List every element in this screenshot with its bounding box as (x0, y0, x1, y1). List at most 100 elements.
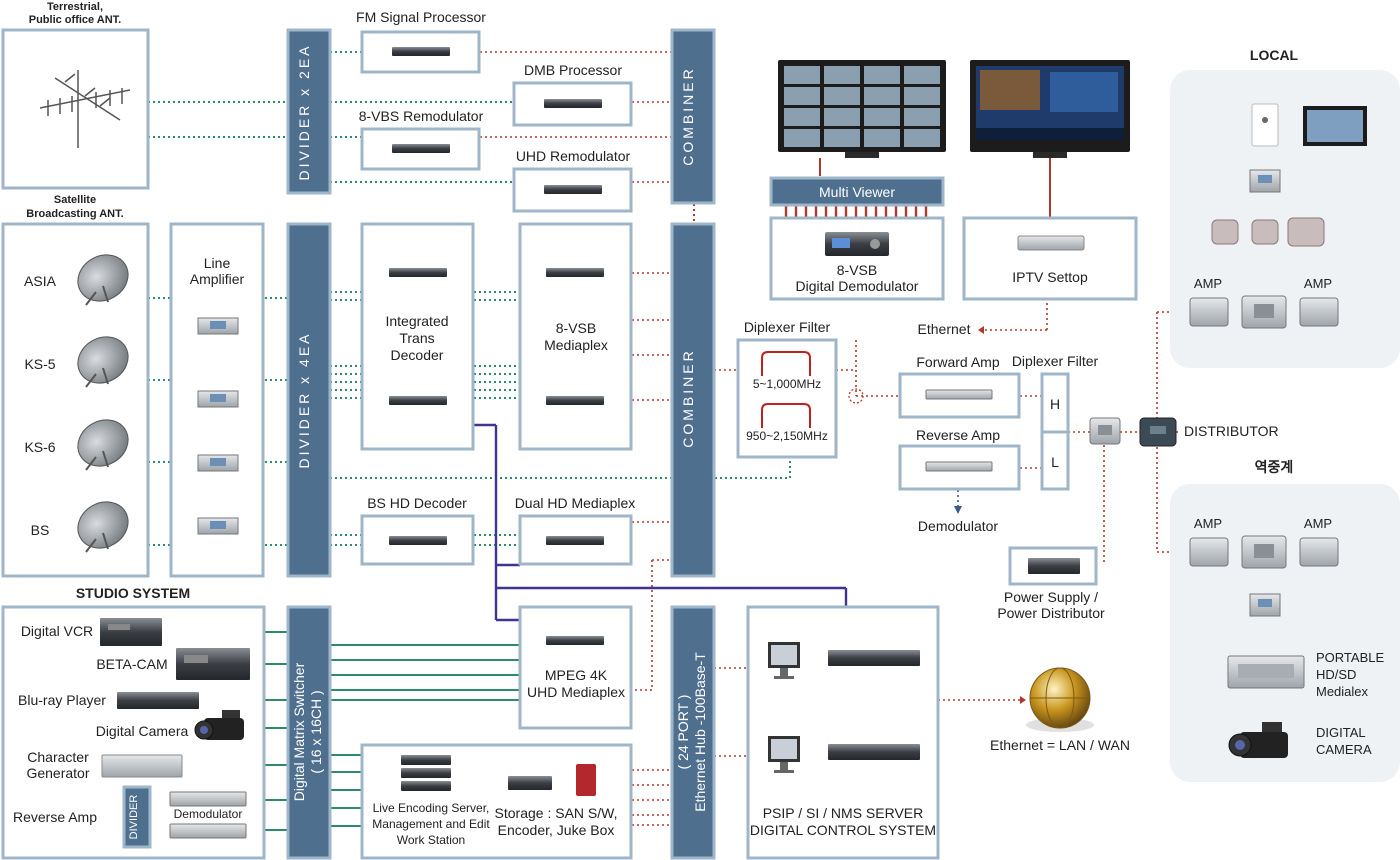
antenna-ks5-label: KS-5 (24, 356, 55, 372)
bluray-player-icon (117, 692, 199, 709)
small-divider-label: DIVIDER (128, 795, 140, 840)
divider-4ea: DIVIDER x 4EA (286, 222, 332, 578)
storage-icon (508, 776, 552, 790)
rack-unit-icon (546, 396, 604, 405)
antenna-bs-label: BS (31, 522, 50, 538)
matrix-label-1: Digital Matrix Switcher (291, 662, 307, 801)
combiner-top-label: COMBINER (680, 66, 696, 165)
divider-2ea: DIVIDER x 2EA (286, 28, 332, 195)
character-generator-icon (101, 754, 183, 778)
demod-label-2: Digital Demodulator (796, 278, 919, 294)
local-label: LOCAL (1250, 47, 1299, 63)
rack-unit-icon (546, 636, 604, 645)
power-label-2: Power Distributor (997, 605, 1105, 621)
bs-hd-decoder: BS HD Decoder (360, 495, 475, 566)
amp-icon (1189, 535, 1339, 569)
encoding-server: Live Encoding Server, Management and Edi… (360, 743, 633, 860)
camera-label-2: CAMERA (1316, 742, 1372, 757)
connection-lines (100, 51, 1374, 831)
uhd-remodulator: UHD Remodulator (512, 148, 633, 213)
betacam-label: BETA-CAM (96, 656, 167, 672)
rack-unit-icon (925, 389, 993, 400)
portable-label-1: PORTABLE (1316, 650, 1384, 665)
filter-curve-icon (761, 403, 811, 428)
psip-label-2: DIGITAL CONTROL SYSTEM (750, 822, 936, 838)
terrestrial-label-2: Public office ANT. (29, 14, 122, 26)
ethernet-lan-label: Ethernet = LAN / WAN (990, 737, 1130, 753)
diplexer-title-2: Diplexer Filter (1012, 353, 1099, 369)
power-label-1: Power Supply / (1004, 589, 1098, 605)
mpeg4k-label-1: MPEG 4K (545, 667, 608, 683)
digital-camera-label: Digital Camera (96, 723, 189, 739)
satellite-label-2: Broadcasting ANT. (26, 208, 123, 220)
satellite-dish-icon (77, 336, 129, 384)
portable-label-2: HD/SD (1316, 667, 1356, 682)
satellite-label-1: Satellite (54, 194, 96, 206)
demodulator-device-icon (169, 791, 247, 807)
line-amplifier: Line Amplifier (169, 222, 265, 578)
matrix-switcher: Digital Matrix Switcher ( 16 x 16CH ) (286, 605, 332, 860)
distributor: DISTRIBUTOR (1139, 417, 1279, 447)
rack-unit-icon (389, 396, 447, 405)
storage-label-1: Storage : SAN S/W, (495, 805, 618, 821)
dual-hd-mediaplex: Dual HD Mediaplex (515, 495, 635, 566)
dish-ks6: KS-6 (24, 419, 129, 471)
server-icon (828, 650, 920, 666)
splitter-icon (1089, 417, 1121, 445)
studio-demodulator-label: Demodulator (174, 807, 243, 821)
distributor-label: DISTRIBUTOR (1184, 423, 1279, 439)
rack-unit-icon (392, 144, 450, 153)
uhd-label: UHD Remodulator (516, 148, 631, 164)
iptv-label: IPTV Settop (1012, 269, 1088, 285)
vsb-mediaplex: 8-VSB Mediaplex (518, 222, 633, 451)
forward-amp-label: Forward Amp (916, 354, 999, 370)
betacam-icon (176, 648, 250, 680)
reverse-amp: Reverse Amp (898, 427, 1021, 491)
combiner-mid-label: COMBINER (680, 348, 696, 447)
rack-unit-icon (546, 268, 604, 277)
line-amp-label-1: Line (204, 255, 231, 271)
tap-icon (197, 317, 239, 535)
settop-box-icon (1017, 235, 1085, 251)
studio-system-label: STUDIO SYSTEM (76, 585, 190, 601)
reverse-amp-label: Reverse Amp (916, 427, 1000, 443)
splitter-icon (1211, 217, 1325, 247)
rack-unit-icon (925, 461, 993, 472)
diplexer-title: Diplexer Filter (744, 319, 831, 335)
filter-curve-icon (761, 351, 811, 376)
diplexer-filter: Diplexer Filter 5~1,000MHz 950~2,150MHz (736, 319, 838, 459)
amp-label: AMP (1304, 516, 1332, 531)
amp-label: AMP (1194, 276, 1222, 291)
dish-asia: ASIA (24, 254, 129, 306)
satellite-dish-icon (77, 254, 129, 302)
bluray-label: Blu-ray Player (18, 692, 106, 708)
studio-system: STUDIO SYSTEM Digital VCR BETA-CAM Blu-r… (1, 585, 266, 860)
camera-label-1: DIGITAL (1316, 725, 1366, 740)
multiviewer-monitor (778, 60, 946, 158)
rack-unit-icon (544, 185, 602, 194)
band-low-label: 5~1,000MHz (753, 377, 821, 391)
vcr-icon (100, 618, 162, 646)
divider-4ea-label: DIVIDER x 4EA (296, 331, 312, 468)
encoding-label-2: Management and Edit (372, 817, 490, 831)
terrestrial-antenna-box (1, 28, 150, 190)
satellite-dish-icon (77, 501, 129, 549)
amp-label: AMP (1304, 276, 1332, 291)
itd-label-1: Integrated (385, 313, 448, 329)
psip-label-1: PSIP / SI / NMS SERVER (763, 805, 924, 821)
power-supply: Power Supply / Power Distributor (997, 546, 1105, 621)
antenna-ks6-label: KS-6 (24, 439, 55, 455)
rack-unit-icon (546, 536, 604, 545)
video-camera-icon (1228, 722, 1288, 758)
divider-2ea-label: DIVIDER x 2EA (296, 43, 312, 180)
demod-label-1: 8-VSB (837, 262, 877, 278)
monitor-icon (768, 642, 800, 773)
integrated-trans-decoder: Integrated Trans Decoder (360, 222, 475, 451)
wall-outlet-icon (1251, 103, 1279, 147)
combiner-mid: COMBINER (670, 222, 716, 578)
dish-ks5: KS-5 (24, 336, 129, 388)
terrestrial-label-1: Terrestrial, (47, 1, 103, 13)
storage-label-2: Encoder, Juke Box (498, 822, 615, 838)
reverse-amp-studio-label: Reverse Amp (13, 809, 97, 825)
